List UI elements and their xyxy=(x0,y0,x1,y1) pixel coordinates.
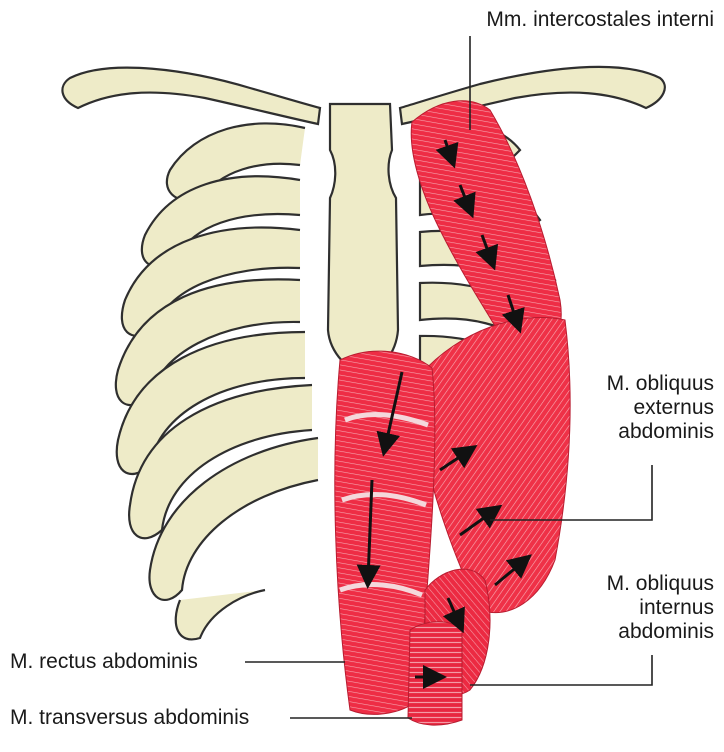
left-ribs xyxy=(116,123,318,639)
label-obliquus-internus-line-2: internus xyxy=(607,596,714,620)
label-obliquus-internus-line-3: abdominis xyxy=(607,620,714,644)
label-obliquus-internus: M. obliquus internus abdominis xyxy=(607,572,714,644)
sternum xyxy=(328,104,398,378)
label-obliquus-externus-line-3: abdominis xyxy=(607,420,714,444)
label-rectus-abdominis: M. rectus abdominis xyxy=(10,650,198,674)
label-obliquus-externus-line-2: externus xyxy=(607,396,714,420)
obliquus-externus-muscle xyxy=(420,317,570,612)
transversus-abdominis-muscle xyxy=(408,622,462,725)
label-obliquus-internus-line-1: M. obliquus xyxy=(607,572,714,596)
label-obliquus-externus: M. obliquus externus abdominis xyxy=(607,372,714,444)
label-transversus-abdominis: M. transversus abdominis xyxy=(10,706,249,730)
left-clavicle xyxy=(62,68,320,124)
label-obliquus-externus-line-1: M. obliquus xyxy=(607,372,714,396)
label-intercostales: Mm. intercostales interni xyxy=(486,8,714,32)
